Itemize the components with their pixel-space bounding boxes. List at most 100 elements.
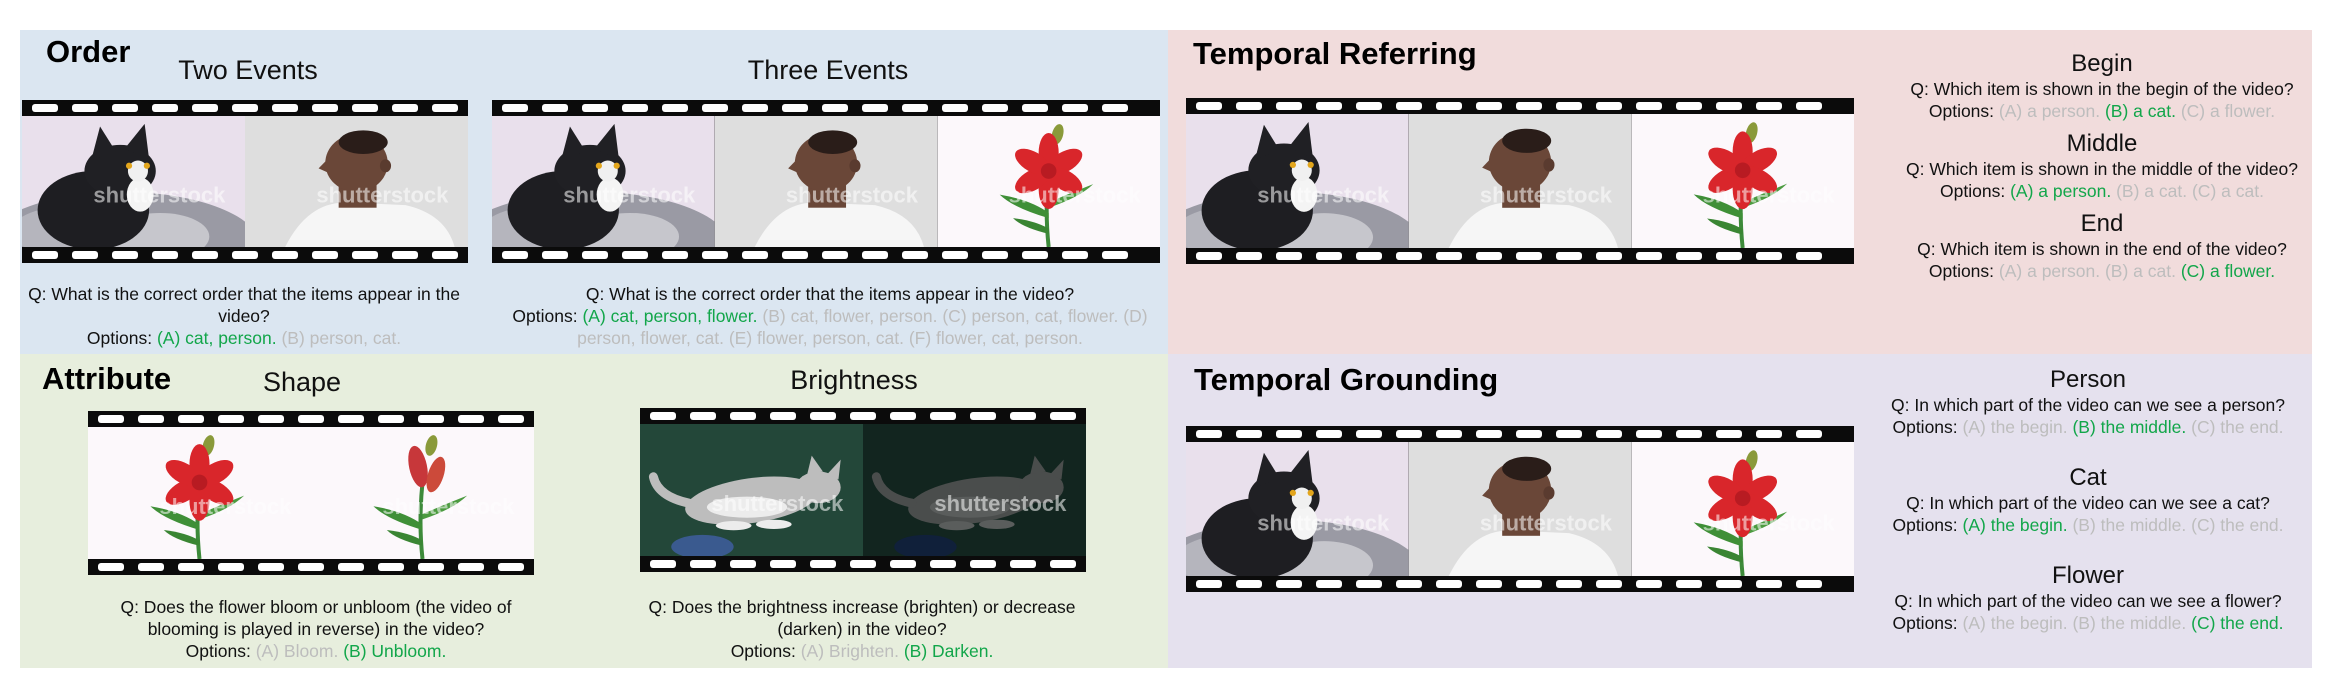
sprocket-hole xyxy=(822,104,848,112)
watermark-text: shutterstock xyxy=(711,491,844,516)
video-frame-cat: shutterstock xyxy=(22,116,245,247)
sprocket-hole xyxy=(1636,430,1662,438)
sprocket-hole xyxy=(298,563,324,571)
watermark-text: shutterstock xyxy=(1257,182,1390,207)
options-label: Options: xyxy=(1892,515,1963,535)
sprocket-hole xyxy=(702,251,728,259)
leaf xyxy=(1707,546,1743,563)
leaf xyxy=(150,506,200,530)
sprocket-hole xyxy=(1596,102,1622,110)
leaf xyxy=(373,506,423,530)
question-section-title: Person xyxy=(2049,366,2127,393)
option-correct: (C) a flower. xyxy=(2180,261,2276,281)
sprocket-hole xyxy=(622,104,648,112)
sprocket-hole xyxy=(1676,102,1702,110)
cat-chest xyxy=(596,177,624,212)
sprocket-hole xyxy=(378,415,404,423)
sprocket-hole xyxy=(178,415,204,423)
question-text: Q: What is the correct order that the it… xyxy=(28,284,460,326)
kitten-ear xyxy=(1030,455,1046,475)
sprocket-hole xyxy=(1356,430,1382,438)
three-events-title: Three Events xyxy=(747,55,909,85)
options-line: Options: (A) the begin. (B) the middle. … xyxy=(1872,416,2304,438)
option-correct: (A) cat, person. xyxy=(156,328,277,348)
sprocket-hole xyxy=(138,415,164,423)
bud xyxy=(426,456,446,493)
kitten-paw xyxy=(938,521,975,531)
option-incorrect: (C) a cat. xyxy=(2191,181,2264,201)
sprocket-hole xyxy=(432,104,458,112)
options-line: Options: (A) cat, person, flower. (B) ca… xyxy=(500,305,1160,349)
options-line: Options: (A) the begin. (B) the middle. … xyxy=(1872,514,2304,536)
sprocket-hole xyxy=(810,412,836,420)
shirt xyxy=(1448,530,1618,576)
sprocket-hole xyxy=(890,560,916,568)
watermark-text: shutterstock xyxy=(1703,182,1836,207)
sprocket-hole xyxy=(1716,252,1742,260)
question-text: Q: Which item is shown in the end of the… xyxy=(1917,239,2287,259)
sprocket-hole xyxy=(138,563,164,571)
sprocket-hole xyxy=(1010,560,1036,568)
brightness-qa: Q: Does the brightness increase (brighte… xyxy=(642,596,1082,662)
sprocket-hole xyxy=(352,104,378,112)
sprocket-hole xyxy=(72,251,98,259)
options-label: Options: xyxy=(1928,261,1999,281)
question-text: Q: Does the brightness increase (brighte… xyxy=(648,597,1076,639)
sprocket-hole xyxy=(218,563,244,571)
order-title: Order xyxy=(46,34,131,69)
options-label: Options: xyxy=(1892,613,1963,633)
video-frame-person: shutterstock xyxy=(245,116,468,247)
sprocket-hole xyxy=(822,251,848,259)
cat-ear xyxy=(594,123,619,160)
sprocket-hole xyxy=(1516,430,1542,438)
option-incorrect: (B) a cat. xyxy=(2104,261,2176,281)
ear xyxy=(379,159,392,173)
sprocket-hole xyxy=(942,104,968,112)
cat-eye xyxy=(125,162,133,169)
sprocket-hole xyxy=(72,104,98,112)
sprocket-hole xyxy=(902,251,928,259)
sprocket-hole xyxy=(338,415,364,423)
sprocket-hole xyxy=(1236,102,1262,110)
two-events-title: Two Events xyxy=(178,55,318,85)
sprocket-hole xyxy=(542,251,568,259)
video-frame-flower: shutterstock xyxy=(88,427,311,559)
sprocket-hole xyxy=(498,563,524,571)
sprocket-hole xyxy=(272,251,298,259)
sprocket-hole xyxy=(192,104,218,112)
cat-chest xyxy=(1290,176,1318,212)
sprocket-hole xyxy=(32,251,58,259)
watermark-text: shutterstock xyxy=(563,182,696,207)
temporal-grounding-title: Temporal Grounding xyxy=(1194,362,1499,397)
option-incorrect: (C) the end. xyxy=(2191,417,2284,437)
watermark-text: shutterstock xyxy=(934,491,1067,516)
shoe xyxy=(894,534,957,556)
sprocket-hole xyxy=(1396,430,1422,438)
kitten-ear xyxy=(827,459,841,480)
sprocket-hole xyxy=(392,251,418,259)
hair xyxy=(808,130,858,154)
hair xyxy=(338,130,388,154)
cat-ear xyxy=(91,126,116,161)
leaf xyxy=(999,194,1049,219)
cat-ear xyxy=(1288,122,1313,159)
sprocket-hole xyxy=(272,104,298,112)
watermark-text: shutterstock xyxy=(1480,510,1613,535)
sprocket-hole xyxy=(1102,251,1128,259)
video-frame-flower: shutterstock xyxy=(1631,114,1854,248)
shirt xyxy=(754,202,924,247)
nose xyxy=(1482,158,1492,172)
video-frame-cat: shutterstock xyxy=(492,116,715,247)
watermark-text: shutterstock xyxy=(316,182,449,207)
sprocket-hole xyxy=(502,251,528,259)
option-correct: (C) the end. xyxy=(2191,613,2284,633)
stem xyxy=(418,482,425,559)
ear xyxy=(1543,158,1555,172)
option-correct: (B) Unbloom. xyxy=(343,641,447,661)
sprocket-hole xyxy=(1636,580,1662,588)
